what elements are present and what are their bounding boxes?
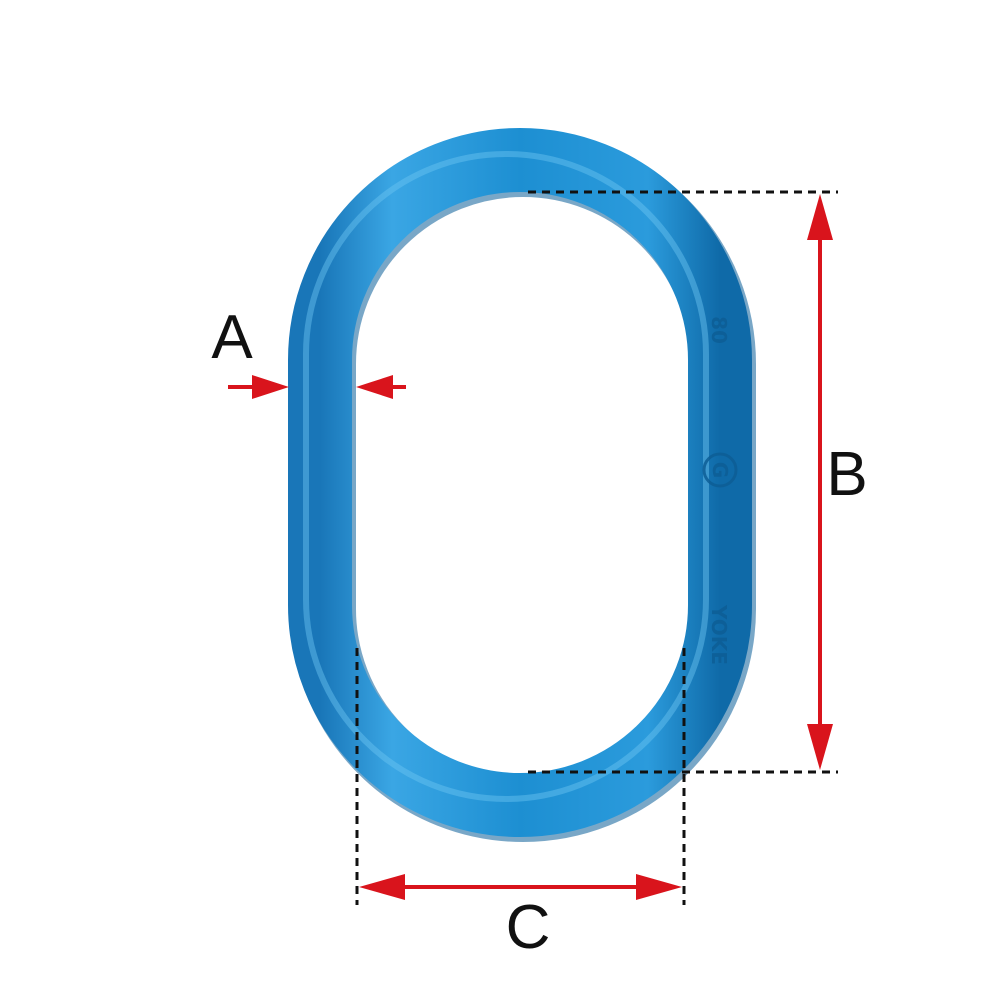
a-arrow-head-left xyxy=(252,375,289,399)
label-c: C xyxy=(506,893,551,962)
dimension-c-arrow xyxy=(359,874,682,900)
stamp-grade: G xyxy=(708,462,732,478)
label-a: A xyxy=(211,303,253,372)
ring-stamp: 80 G YOKE xyxy=(702,316,738,665)
dimension-b-arrow xyxy=(807,194,833,770)
a-arrow-head-right xyxy=(356,375,393,399)
stamp-code: 80 xyxy=(707,316,731,344)
b-arrow-head-bottom xyxy=(807,724,833,770)
c-arrow-head-left xyxy=(359,874,405,900)
dimension-c-extension-lines xyxy=(355,648,686,905)
b-arrow-head-top xyxy=(807,194,833,240)
label-b: B xyxy=(826,440,867,509)
dimension-a-arrows xyxy=(228,375,406,399)
c-arrow-head-right xyxy=(636,874,682,900)
dimension-b-extension-lines xyxy=(528,190,838,774)
master-link-ring xyxy=(288,128,756,842)
stamp-grade-circle xyxy=(702,452,738,488)
stamp-brand: YOKE xyxy=(707,604,731,665)
